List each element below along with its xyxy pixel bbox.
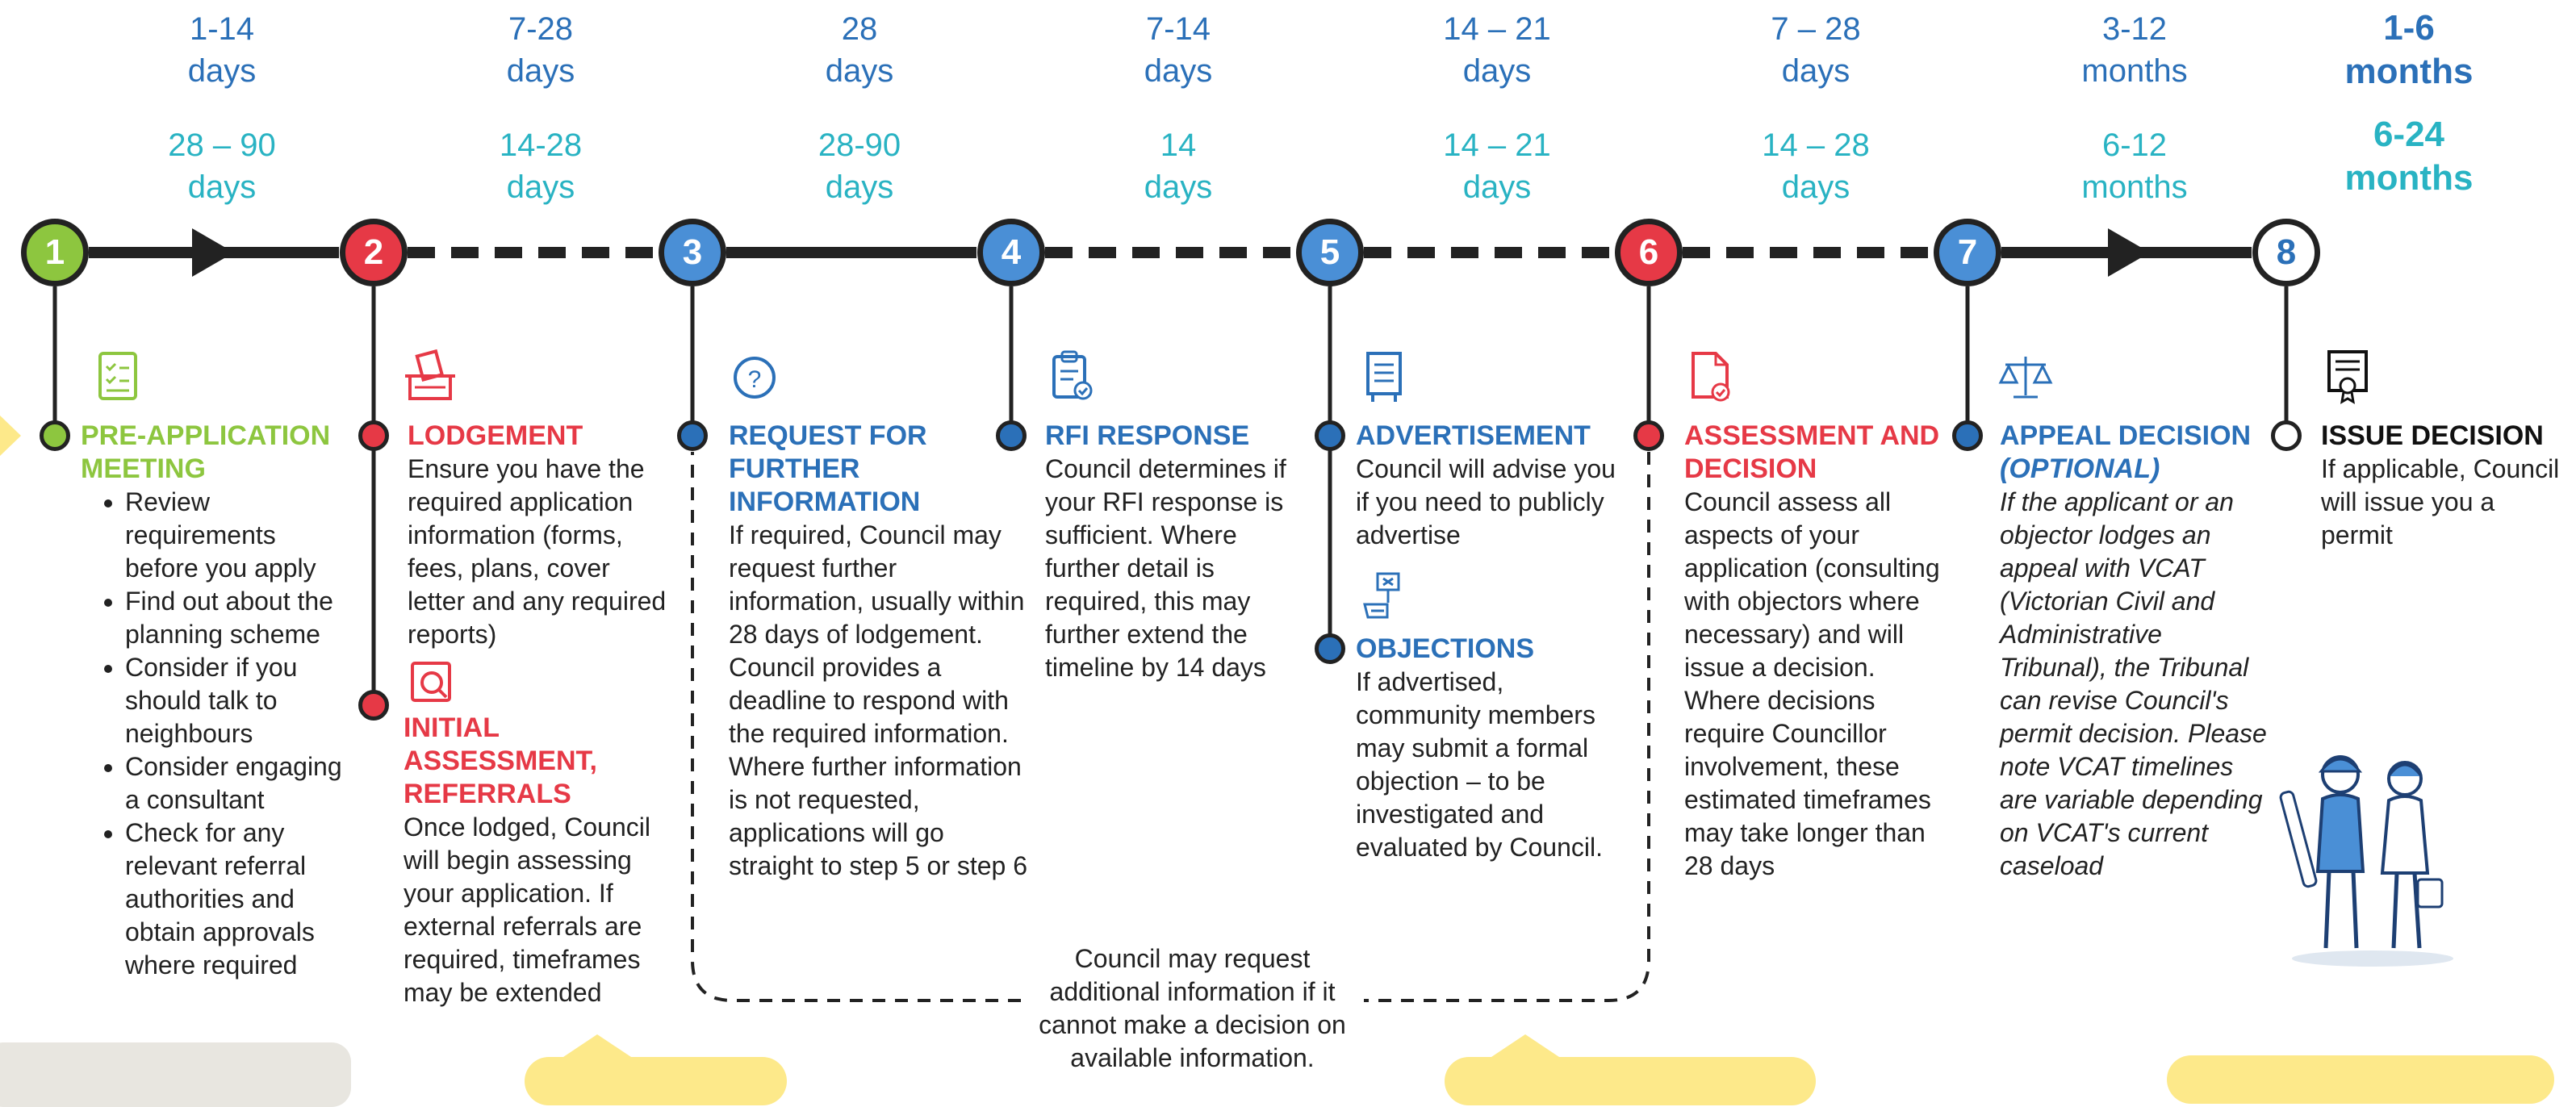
callout-pointer-1 (549, 1034, 646, 1067)
dot-pre-application (40, 420, 70, 451)
loop-path (1364, 452, 1650, 1002)
appeal-text: If the applicant or an objector lodges a… (2000, 487, 2267, 880)
appeal-subtitle: (OPTIONAL) (2000, 453, 2160, 484)
step-4-circle: 4 (977, 219, 1045, 286)
dot-appeal (1952, 420, 1983, 451)
list-item: Review requirements before you apply (125, 486, 355, 585)
advertisement-title: ADVERTISEMENT (1356, 420, 1591, 451)
objection-hand-icon (1360, 569, 1408, 625)
appeal-block: APPEAL DECISION (OPTIONAL) If the applic… (2000, 420, 2274, 883)
dot-advertisement (1315, 420, 1345, 451)
arrow-7-8 (2108, 228, 2150, 277)
advertisement-block: ADVERTISEMENT Council will advise you if… (1356, 420, 1622, 552)
list-item: Consider if you should talk to neighbour… (125, 651, 355, 750)
request-info-text: If required, Council may request further… (729, 520, 1027, 880)
checklist-icon (95, 349, 144, 405)
assessment-decision-text: Council assess all aspects of your appli… (1684, 487, 1940, 880)
loop-path-left (691, 452, 1021, 1002)
advertisement-text: Council will advise you if you need to p… (1356, 454, 1616, 549)
pre-application-block: PRE-APPLICATION MEETING Review requireme… (81, 420, 355, 982)
document-check-icon (1687, 349, 1735, 405)
request-info-title: REQUEST FOR FURTHER INFORMATION (729, 420, 927, 517)
dot-rfi-response (996, 420, 1027, 451)
ballot-box-icon (402, 349, 458, 405)
callout-pointer-2 (1477, 1034, 1574, 1067)
rfi-response-title: RFI RESPONSE (1045, 420, 1250, 451)
dot-objections (1315, 633, 1345, 664)
arrow-1-2 (192, 228, 234, 277)
dot-issue-decision (2271, 420, 2302, 451)
left-pointer (0, 416, 21, 456)
step-3-circle: 3 (659, 219, 726, 286)
scales-icon (1997, 349, 2054, 405)
two-people-with-plans-illustration (2279, 755, 2453, 967)
assessment-decision-title: ASSESSMENT AND DECISION (1684, 420, 1940, 484)
timeline-lines (0, 228, 2289, 1002)
lodgement-text: Ensure you have the required application… (408, 454, 667, 649)
initial-assessment-text: Once lodged, Council will begin assessin… (404, 812, 650, 1007)
dot-request-info (677, 420, 708, 451)
step-1-circle: 1 (21, 219, 89, 286)
list-item: Consider engaging a consultant (125, 750, 355, 817)
objections-title: OBJECTIONS (1356, 633, 1535, 664)
objections-text: If advertised, community members may sub… (1356, 667, 1603, 862)
appeal-title: APPEAL DECISION (2000, 420, 2252, 451)
assessment-decision-block: ASSESSMENT AND DECISION Council assess a… (1684, 420, 1942, 883)
lodgement-title: LODGEMENT (408, 420, 583, 451)
certificate-icon (2324, 349, 2373, 405)
step-2-circle: 2 (340, 219, 408, 286)
rfi-response-text: Council determines if your RFI response … (1045, 454, 1286, 682)
issue-decision-block: ISSUE DECISION If applicable, Council wi… (2321, 420, 2571, 552)
dot-lodgement (358, 420, 389, 451)
step-6-circle: 6 (1615, 219, 1683, 286)
noticeboard-icon (1360, 349, 1408, 405)
loop-note: Council may request additional informati… (1039, 944, 1346, 1072)
step-5-circle: 5 (1296, 219, 1364, 286)
lodgement-block: LODGEMENT Ensure you have the required a… (408, 420, 674, 651)
bottom-left-panel (0, 1042, 351, 1107)
document-search-icon (408, 655, 456, 712)
initial-assessment-block: INITIAL ASSESSMENT, REFERRALS Once lodge… (404, 712, 670, 1009)
step-8-circle: 8 (2252, 219, 2320, 286)
callout-shape-3 (2167, 1055, 2554, 1104)
dot-initial-assessment (358, 690, 389, 721)
initial-assessment-title: INITIAL ASSESSMENT, REFERRALS (404, 712, 597, 809)
pre-application-title: PRE-APPLICATION MEETING (81, 420, 331, 484)
issue-decision-text: If applicable, Council will issue you a … (2321, 454, 2560, 549)
clipboard-check-icon (1048, 349, 1096, 405)
dot-assessment (1633, 420, 1664, 451)
list-item: Find out about the planning scheme (125, 585, 355, 651)
objections-block: OBJECTIONS If advertised, community memb… (1356, 633, 1622, 864)
request-info-block: REQUEST FOR FURTHER INFORMATION If requi… (729, 420, 1027, 883)
step-7-circle: 7 (1934, 219, 2001, 286)
svg-text:?: ? (748, 366, 762, 393)
rfi-response-block: RFI RESPONSE Council determines if your … (1045, 420, 1311, 684)
issue-decision-title: ISSUE DECISION (2321, 420, 2544, 451)
pre-application-list: Review requirements before you apply Fin… (81, 486, 355, 982)
list-item: Check for any relevant referral authorit… (125, 817, 355, 982)
question-icon: ? (730, 349, 779, 405)
